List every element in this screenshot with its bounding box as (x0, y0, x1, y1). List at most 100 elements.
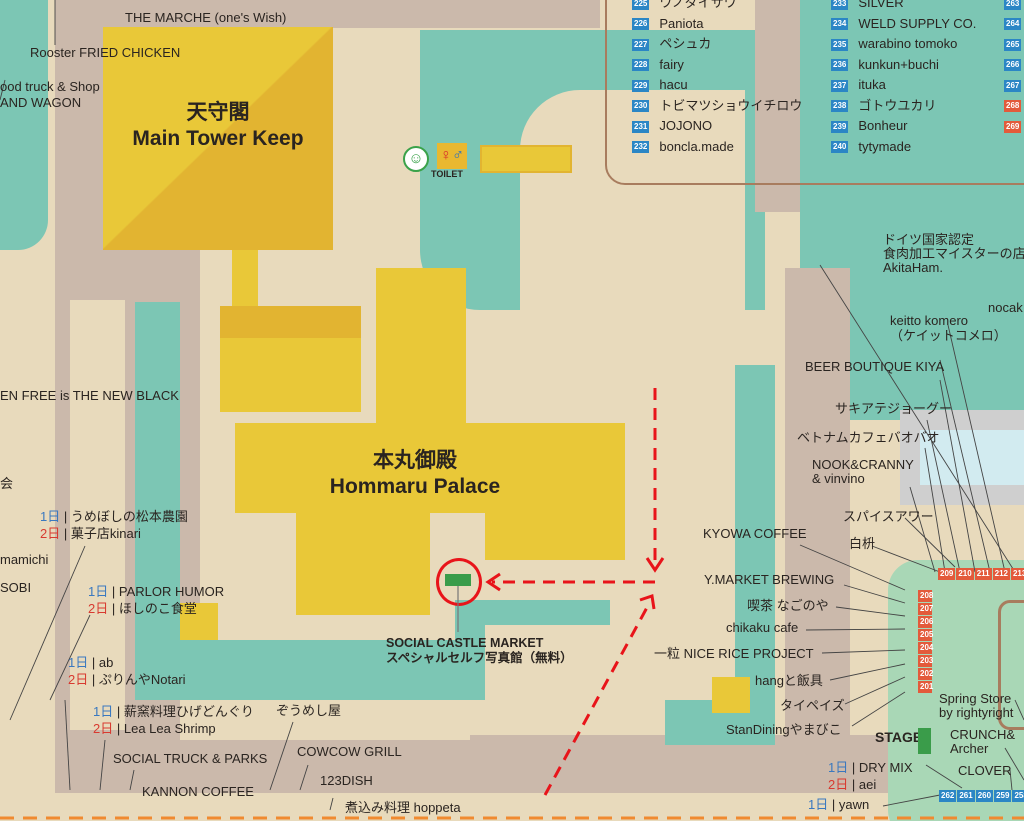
label-nocak: nocak (988, 300, 1023, 315)
stall-number[interactable]: 213 (1010, 568, 1024, 580)
stall-number[interactable]: 206 (918, 616, 934, 628)
small-tower (220, 306, 361, 412)
stall-number[interactable]: 202 (918, 668, 934, 680)
stall-number[interactable]: 203 (918, 655, 934, 667)
stall-number[interactable]: 211 (974, 568, 992, 580)
label-beer: BEER BOUTIQUE KIYA (805, 359, 945, 374)
day-pair: 1日 | うめぼしの松本農園 2日 | 菓子店kinari (40, 509, 188, 541)
palace-part (485, 510, 625, 560)
palace-jp: 本丸御殿 (373, 449, 457, 472)
plaza-outline (998, 600, 1024, 730)
stall-number[interactable]: 267 (1004, 79, 1022, 92)
stall-number[interactable]: 204 (918, 642, 934, 654)
stall-number[interactable]: 210 (956, 568, 974, 580)
stall-number[interactable]: 205 (918, 629, 934, 641)
palace-part (376, 268, 466, 428)
label-gluten: EN FREE is THE NEW BLACK (0, 388, 179, 403)
day-pair: 1日 | yawn (808, 797, 870, 812)
label-nicerice: 一粒 NICE RICE PROJECT (654, 646, 814, 661)
label-food-truck: ood truck & Shop (0, 79, 100, 94)
route-arrows (492, 388, 657, 796)
green-area (135, 302, 180, 700)
main-tower-en: Main Tower Keep (132, 127, 304, 151)
stall-number[interactable]: 266 (1004, 59, 1022, 72)
label-keitto: keitto komero（ケイットコメロ） (890, 313, 1007, 343)
toilet-icon[interactable]: ♀♂ (437, 143, 467, 169)
stall-row: 209 210 211 212 213 214 215 (938, 568, 1024, 580)
label-clover: CLOVER (958, 763, 1012, 778)
social-castle-market-label: SOCIAL CASTLE MARKET スペシャルセルフ写真館（無料） (386, 636, 573, 666)
highlight-name: SOCIAL CASTLE MARKET (386, 636, 544, 650)
toilet-label: TOILET (431, 169, 463, 179)
path (755, 0, 800, 212)
stall-number[interactable]: 207 (918, 603, 934, 615)
stall-number[interactable]: 212 (992, 568, 1010, 580)
stall-column: 208 207 206 205 204 203 202 201 (918, 590, 934, 693)
main-tower-keep[interactable] (103, 27, 333, 250)
stall-number[interactable]: 261 (957, 790, 975, 802)
stall-number[interactable]: 209 (938, 568, 956, 580)
label-sakia: サキアテジョーグー (835, 401, 953, 416)
label-nook: NOOK&CRANNY& vinvino (812, 457, 914, 486)
palace-label: 本丸御殿 Hommaru Palace (300, 448, 530, 501)
stall-number[interactable]: 258 (1012, 790, 1024, 802)
walkway (180, 700, 470, 740)
label-social-truck: SOCIAL TRUCK & PARKS (113, 751, 268, 766)
day-pair: 1日 | DRY MIX 2日 | aei (828, 760, 913, 792)
label-kai: 会 (0, 476, 14, 491)
green-area (135, 640, 470, 700)
vendor-zone-outline (605, 0, 1024, 185)
path (785, 268, 850, 758)
label-cowcow: COWCOW GRILL (297, 744, 402, 759)
stall-number[interactable]: 268 (1004, 100, 1022, 113)
stall-number[interactable]: 201 (918, 681, 934, 693)
label-marche: THE MARCHE (one's Wish) (125, 10, 287, 25)
stall-number[interactable]: 265 (1004, 38, 1022, 51)
stall-number[interactable]: 208 (918, 590, 934, 602)
label-chikaku: chikaku cafe (726, 620, 799, 635)
highlight-sub: スペシャルセルフ写真館（無料） (386, 651, 573, 665)
label-hoppeta: 煮込み料理 hoppeta (345, 800, 461, 815)
stall-number[interactable]: 262 (939, 790, 957, 802)
stage-label: STAGE (875, 729, 923, 745)
label-123dish: 123DISH (320, 773, 373, 788)
path (55, 735, 1024, 793)
day-pair: 1日 | PARLOR HUMOR 2日 | ほしのこ食堂 (88, 584, 225, 616)
stall-number[interactable]: 263 (1004, 0, 1022, 10)
stall-number[interactable]: 264 (1004, 18, 1022, 31)
building (180, 603, 218, 640)
day-pair: 1日 | 薪窯料理ひげどんぐり 2日 | Lea Lea Shrimp (93, 704, 254, 736)
stall-number[interactable]: 260 (975, 790, 994, 802)
stall-number[interactable]: 269 (1004, 120, 1022, 133)
walkway (70, 300, 125, 730)
stage-marker[interactable] (918, 728, 931, 754)
stall-number[interactable]: 259 (994, 790, 1012, 802)
pool (920, 430, 1024, 485)
label-rooster: Rooster FRIED CHICKEN (30, 45, 181, 60)
hommaru-palace[interactable] (235, 423, 625, 513)
label-ymarket: Y.MARKET BREWING (704, 572, 835, 587)
